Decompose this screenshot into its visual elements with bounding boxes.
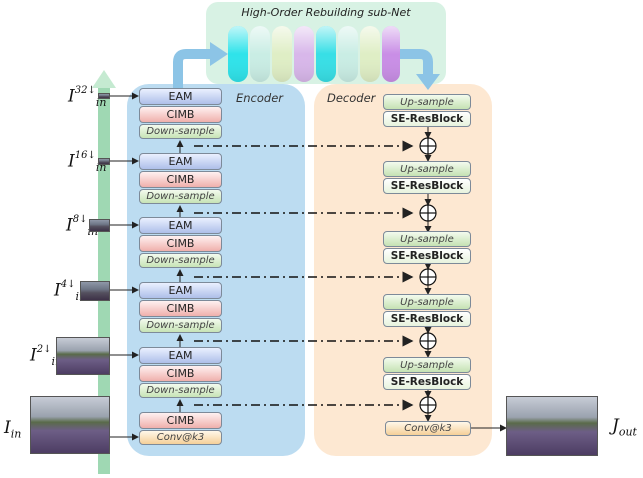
sum-node-2 bbox=[419, 204, 437, 222]
down-sample-block: Down-sample bbox=[139, 189, 222, 204]
cimb-block: CIMB bbox=[139, 171, 222, 188]
eam-block: EAM bbox=[139, 153, 222, 170]
cimb-block: CIMB bbox=[139, 365, 222, 382]
input-image-2 bbox=[56, 337, 110, 375]
sum-node-4 bbox=[419, 332, 437, 350]
arrow-encoder-to-subnet-head bbox=[210, 42, 228, 66]
up-sample-block: Up-sample bbox=[383, 94, 471, 110]
eam-block: EAM bbox=[139, 88, 222, 105]
decoder-panel bbox=[314, 84, 492, 456]
sum-node-5 bbox=[419, 396, 437, 414]
conv-block: Conv@k3 bbox=[139, 430, 222, 445]
eam-block: EAM bbox=[139, 282, 222, 299]
cimb-block: CIMB bbox=[139, 106, 222, 123]
arrow-subnet-to-decoder bbox=[400, 49, 433, 76]
cimb-block: CIMB bbox=[139, 412, 222, 429]
subnet-pill-7 bbox=[360, 26, 380, 82]
subnet-pill-4 bbox=[294, 26, 314, 82]
encoder-label: Encoder bbox=[236, 91, 284, 105]
eam-block: EAM bbox=[139, 217, 222, 234]
down-sample-block: Down-sample bbox=[139, 318, 222, 333]
subnet-pill-3 bbox=[272, 26, 292, 82]
up-sample-block: Up-sample bbox=[383, 357, 471, 373]
subnet-title: High-Order Rebuilding sub-Net bbox=[241, 5, 411, 19]
up-sample-block: Up-sample bbox=[383, 161, 471, 177]
encoder-panel bbox=[127, 84, 305, 456]
arrow-encoder-to-subnet bbox=[173, 49, 212, 88]
decoder-label: Decoder bbox=[327, 91, 376, 105]
sum-node-1 bbox=[419, 137, 437, 155]
input-image-32 bbox=[98, 93, 110, 99]
subnet-pill-5 bbox=[316, 26, 336, 82]
eam-block: EAM bbox=[139, 347, 222, 364]
output-label: Jout bbox=[612, 416, 637, 439]
down-sample-block: Down-sample bbox=[139, 253, 222, 268]
down-sample-block: Down-sample bbox=[139, 383, 222, 398]
down-sample-block: Down-sample bbox=[139, 124, 222, 139]
sum-node-3 bbox=[419, 268, 437, 286]
input-label-full: Iin bbox=[4, 418, 22, 441]
se-resblock: SE-ResBlock bbox=[383, 311, 471, 327]
input-label-32: I32↓in bbox=[68, 85, 107, 110]
se-resblock: SE-ResBlock bbox=[383, 178, 471, 194]
subnet-pill-8 bbox=[382, 26, 400, 82]
input-image-full bbox=[30, 396, 110, 454]
subnet-pill-2 bbox=[250, 26, 270, 82]
input-label-16: I16↓in bbox=[68, 150, 107, 175]
up-sample-block: Up-sample bbox=[383, 231, 471, 247]
cimb-block: CIMB bbox=[139, 300, 222, 317]
input-image-8 bbox=[89, 219, 110, 232]
subnet-pill-1 bbox=[228, 26, 248, 82]
output-image bbox=[506, 396, 598, 456]
se-resblock: SE-ResBlock bbox=[383, 111, 471, 127]
pyramid-bar bbox=[98, 86, 110, 474]
cimb-block: CIMB bbox=[139, 235, 222, 252]
se-resblock: SE-ResBlock bbox=[383, 374, 471, 390]
pyramid-bar-arrowhead bbox=[92, 70, 116, 88]
input-image-4 bbox=[80, 281, 110, 301]
input-image-16 bbox=[98, 158, 110, 165]
up-sample-block: Up-sample bbox=[383, 294, 471, 310]
conv-block: Conv@k3 bbox=[385, 421, 471, 436]
se-resblock: SE-ResBlock bbox=[383, 248, 471, 264]
arrow-subnet-to-decoder-head bbox=[416, 74, 440, 90]
subnet-pill-6 bbox=[338, 26, 358, 82]
